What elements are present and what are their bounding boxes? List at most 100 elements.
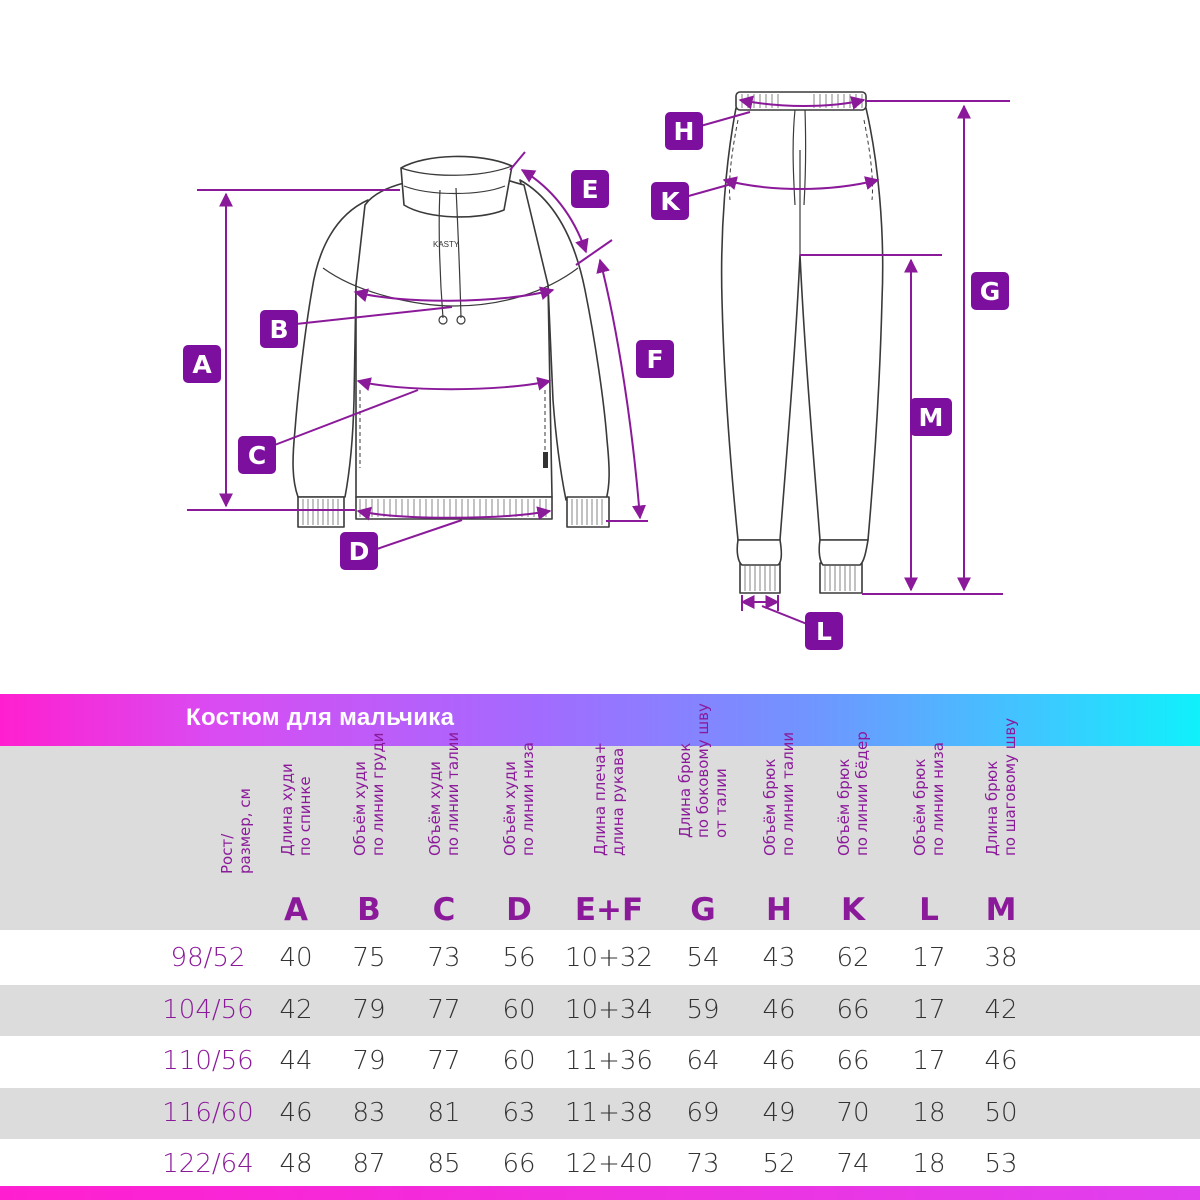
- value-cell: 54: [686, 943, 720, 973]
- value-cell: 42: [984, 994, 1018, 1025]
- value-cell: 10+34: [565, 994, 653, 1025]
- label-e: E: [571, 170, 609, 208]
- column-letter: K: [840, 892, 866, 928]
- size-diagram: KASTY: [183, 91, 1010, 650]
- svg-text:E: E: [581, 175, 598, 204]
- column-letter: C: [432, 892, 456, 928]
- column-desc-line: Объём худи: [501, 761, 519, 856]
- column-desc-line: по линии низа: [929, 742, 947, 856]
- hoodie-drawing: KASTY: [292, 155, 610, 528]
- label-l: L: [805, 612, 843, 650]
- size-header-line: Рост/: [218, 833, 236, 874]
- value-cell: 46: [762, 1046, 796, 1076]
- pants-drawing: [720, 91, 884, 594]
- value-cell: 77: [427, 994, 461, 1025]
- column-letter: M: [985, 892, 1017, 928]
- table-title: Костюм для мальчика: [186, 704, 455, 731]
- value-cell: 48: [279, 1149, 313, 1179]
- column-letter: L: [919, 892, 939, 928]
- column-letter: H: [766, 892, 792, 928]
- value-cell: 60: [502, 994, 536, 1025]
- column-desc-line: по шаговому шву: [1001, 717, 1019, 856]
- value-cell: 17: [912, 994, 946, 1025]
- column-letter: A: [284, 892, 308, 928]
- svg-text:H: H: [674, 117, 695, 146]
- column-letter: D: [506, 892, 532, 928]
- svg-text:K: K: [660, 187, 681, 216]
- size-cell: 104/56: [162, 994, 254, 1025]
- label-c: C: [238, 436, 276, 474]
- column-desc-line: Длина плеча+: [591, 741, 609, 856]
- column-desc-line: от талии: [712, 768, 730, 838]
- value-cell: 43: [762, 943, 796, 973]
- value-cell: 12+40: [565, 1149, 653, 1179]
- column-desc-line: Длина брюк: [676, 742, 694, 838]
- value-cell: 73: [427, 943, 461, 973]
- column-desc-line: по линии бёдер: [853, 731, 871, 856]
- value-cell: 83: [352, 1097, 386, 1128]
- label-k: K: [651, 182, 689, 220]
- value-cell: 69: [686, 1097, 720, 1128]
- value-cell: 73: [686, 1149, 720, 1179]
- value-cell: 49: [762, 1097, 796, 1128]
- value-cell: 38: [984, 943, 1018, 973]
- label-d: D: [340, 532, 378, 570]
- svg-text:A: A: [192, 350, 212, 379]
- column-desc-line: Объём брюк: [835, 758, 853, 856]
- value-cell: 66: [836, 1046, 870, 1076]
- value-cell: 75: [352, 943, 386, 973]
- column-letter: E+F: [574, 892, 644, 928]
- value-cell: 53: [984, 1149, 1018, 1179]
- column-desc-line: по линии талии: [444, 731, 462, 856]
- size-cell: 116/60: [162, 1097, 254, 1128]
- bottom-bar: [0, 1186, 1200, 1200]
- value-cell: 50: [984, 1097, 1018, 1128]
- size-cell: 98/52: [170, 943, 246, 973]
- column-desc-line: Длина худи: [278, 763, 296, 856]
- svg-text:F: F: [646, 345, 663, 374]
- size-cell: 110/56: [162, 1046, 254, 1076]
- value-cell: 85: [427, 1149, 461, 1179]
- value-cell: 60: [502, 1046, 536, 1076]
- size-header-line: размер, см: [236, 788, 254, 874]
- svg-text:D: D: [349, 537, 370, 566]
- value-cell: 66: [836, 994, 870, 1025]
- svg-text:C: C: [248, 441, 266, 470]
- column-desc-line: Длина брюк: [983, 760, 1001, 856]
- value-cell: 44: [279, 1046, 313, 1076]
- column-desc-line: по линии талии: [779, 731, 797, 856]
- value-cell: 77: [427, 1046, 461, 1076]
- column-desc-line: Объём худи: [351, 761, 369, 856]
- hoodie-print-text: KASTY: [433, 240, 460, 249]
- dimension-lines: [187, 95, 1010, 627]
- svg-text:L: L: [816, 617, 832, 646]
- column-desc-line: по боковому шву: [694, 703, 712, 838]
- value-cell: 62: [836, 943, 870, 973]
- label-m: M: [910, 398, 952, 436]
- label-b: B: [260, 310, 298, 348]
- column-desc-line: Объём худи: [426, 761, 444, 856]
- column-letter: G: [690, 892, 716, 928]
- value-cell: 64: [686, 1046, 720, 1076]
- label-f: F: [636, 340, 674, 378]
- column-desc-line: Объём брюк: [761, 758, 779, 856]
- label-a: A: [183, 345, 221, 383]
- column-desc-line: по линии груди: [369, 732, 387, 856]
- value-cell: 42: [279, 994, 313, 1025]
- column-letter: B: [357, 892, 381, 928]
- value-cell: 40: [279, 943, 313, 973]
- svg-text:M: M: [919, 403, 944, 432]
- size-cell: 122/64: [162, 1149, 254, 1179]
